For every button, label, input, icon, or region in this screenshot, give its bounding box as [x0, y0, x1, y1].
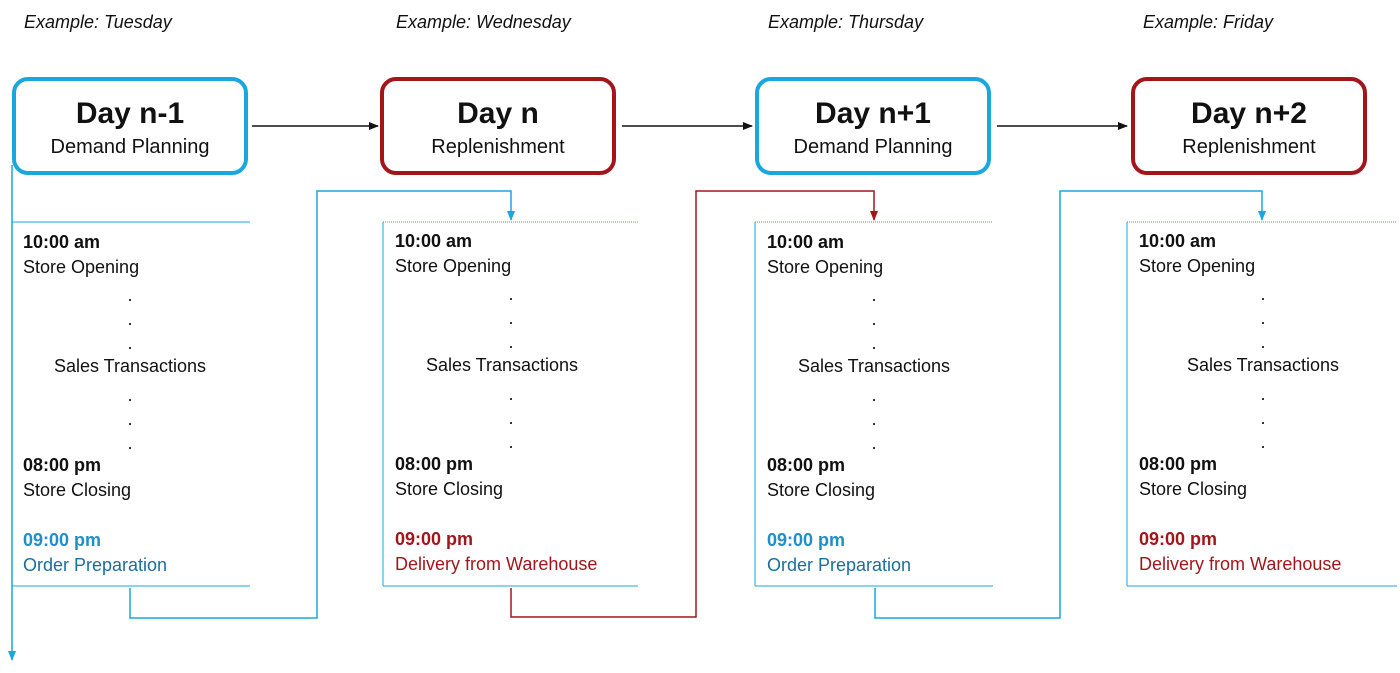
example-label-4: Example: Friday [1143, 12, 1274, 32]
connector-panel1-to-day2 [129, 190, 515, 619]
example-label-1: Example: Tuesday [24, 12, 172, 32]
close-label: Store Closing [23, 480, 132, 500]
dot: . [1260, 384, 1266, 404]
open-time: 10:00 am [767, 232, 845, 252]
dot: . [127, 333, 133, 353]
middle-label: Sales Transactions [797, 356, 951, 376]
day-box-n: Day n Replenishment [380, 77, 616, 175]
final-time: 09:00 pm [395, 529, 474, 549]
dot: . [127, 409, 133, 429]
dot: . [508, 384, 514, 404]
close-time: 08:00 pm [395, 454, 474, 474]
open-time: 10:00 am [23, 232, 101, 252]
dot: . [1260, 332, 1266, 352]
final-label: Delivery from Warehouse [1139, 554, 1342, 574]
dot: . [127, 309, 133, 329]
dot: . [1260, 284, 1266, 304]
connector-panel3-to-day4 [874, 190, 1266, 619]
open-label: Store Opening [23, 257, 140, 277]
dot: . [127, 433, 133, 453]
close-label: Store Closing [395, 479, 504, 499]
day-box-n-minus-1: Day n-1 Demand Planning [12, 77, 248, 175]
final-time: 09:00 pm [1139, 529, 1218, 549]
day-subtitle: Replenishment [1182, 136, 1316, 158]
schedule-panel-day-n: 10:00 am Store Opening . . . Sales Trans… [382, 222, 622, 586]
close-time: 08:00 pm [23, 455, 102, 475]
day-title: Day n+2 [1191, 97, 1307, 130]
example-label-2: Example: Wednesday [396, 12, 571, 32]
dot: . [871, 285, 877, 305]
dot: . [1260, 408, 1266, 428]
dot: . [508, 308, 514, 328]
dot: . [871, 433, 877, 453]
middle-label: Sales Transactions [425, 355, 579, 375]
dot: . [871, 309, 877, 329]
middle-label: Sales Transactions [53, 356, 207, 376]
dot: . [871, 409, 877, 429]
close-time: 08:00 pm [1139, 454, 1218, 474]
day-title: Day n+1 [815, 97, 931, 130]
dot: . [127, 385, 133, 405]
open-label: Store Opening [395, 256, 512, 276]
day-box-n-plus-2: Day n+2 Replenishment [1131, 77, 1367, 175]
schedule-panel-day-n-plus-1: 10:00 am Store Opening . . . Sales Trans… [754, 222, 994, 586]
schedule-panel-day-n-plus-2: 10:00 am Store Opening . . . Sales Trans… [1126, 222, 1366, 586]
dot: . [508, 408, 514, 428]
final-time: 09:00 pm [23, 530, 102, 550]
dot: . [1260, 432, 1266, 452]
middle-label: Sales Transactions [1186, 355, 1340, 375]
open-time: 10:00 am [395, 231, 473, 251]
dot: . [508, 332, 514, 352]
final-label: Delivery from Warehouse [395, 554, 598, 574]
close-label: Store Closing [767, 480, 876, 500]
open-label: Store Opening [767, 257, 884, 277]
day-title: Day n-1 [75, 97, 185, 130]
close-label: Store Closing [1139, 479, 1248, 499]
final-time: 09:00 pm [767, 530, 846, 550]
open-label: Store Opening [1139, 256, 1256, 276]
example-label-3: Example: Thursday [768, 12, 924, 32]
schedule-panel-day-n-minus-1: 10:00 am Store Opening . . . Sales Trans… [10, 222, 250, 586]
final-label: Order Preparation [767, 555, 912, 575]
dot: . [508, 432, 514, 452]
dot: . [871, 333, 877, 353]
day-subtitle: Demand Planning [50, 136, 210, 158]
day-subtitle: Replenishment [431, 136, 565, 158]
dot: . [871, 385, 877, 405]
day-subtitle: Demand Planning [793, 136, 953, 158]
dot: . [127, 285, 133, 305]
dot: . [508, 284, 514, 304]
panel-borders [12, 221, 1397, 587]
close-time: 08:00 pm [767, 455, 846, 475]
day-title: Day n [457, 97, 539, 130]
connector-panel2-to-day3 [510, 190, 878, 618]
day-box-n-plus-1: Day n+1 Demand Planning [755, 77, 991, 175]
final-label: Order Preparation [23, 555, 168, 575]
open-time: 10:00 am [1139, 231, 1217, 251]
dot: . [1260, 308, 1266, 328]
